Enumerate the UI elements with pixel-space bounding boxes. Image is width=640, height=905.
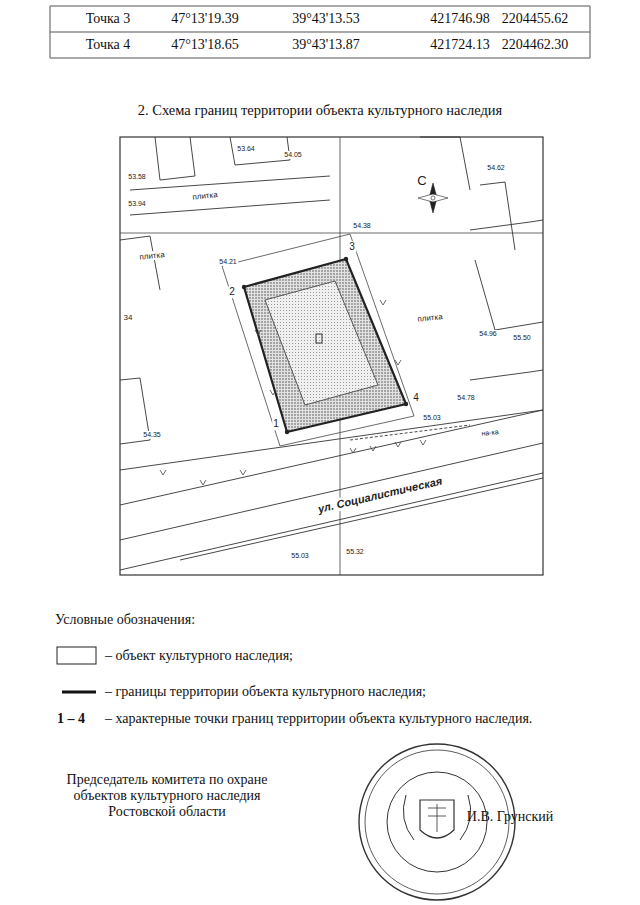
map-number: 34 bbox=[123, 313, 134, 322]
elevation-mark: 53.94 bbox=[127, 200, 147, 208]
elevation-mark: 54.96 bbox=[478, 330, 498, 338]
parcel-outline bbox=[222, 234, 414, 446]
heritage-object bbox=[265, 281, 378, 405]
tree-marks bbox=[160, 300, 426, 485]
point-number: 3 bbox=[348, 241, 356, 253]
elevation-mark: 54.78 bbox=[456, 394, 476, 402]
table-cell: 2204455.62 bbox=[502, 11, 569, 27]
legend-text: – объект культурного наследия; bbox=[105, 648, 293, 664]
legend-point-sample: 1 – 4 bbox=[57, 711, 85, 727]
legend-object-sample bbox=[57, 647, 96, 664]
elevation-mark: 55.03 bbox=[422, 414, 442, 422]
table-cell: Точка 3 bbox=[86, 11, 130, 27]
elevation-mark: 54.62 bbox=[486, 164, 506, 172]
elevation-mark: 55.03 bbox=[290, 552, 310, 560]
neighbour-buildings bbox=[120, 137, 543, 444]
grid-line bbox=[120, 233, 543, 234]
table-cell: 47°13'18.65 bbox=[171, 37, 239, 53]
elevation-mark: 54.05 bbox=[283, 151, 303, 159]
elevation-mark: 55.32 bbox=[345, 548, 365, 556]
signatory-name: И.В. Грунский bbox=[467, 809, 553, 825]
signatory-title: Председатель комитета по охране объектов… bbox=[52, 772, 282, 820]
legend-boundary-sample bbox=[62, 691, 96, 694]
coordinate-table bbox=[50, 6, 590, 58]
map bbox=[120, 137, 543, 575]
table-cell: 39°43'13.87 bbox=[292, 37, 360, 53]
table-cell: 421724.13 bbox=[430, 37, 490, 53]
boundary-points bbox=[242, 257, 408, 434]
elevation-mark: 54.35 bbox=[142, 431, 162, 439]
table-cell: 39°43'13.53 bbox=[292, 11, 360, 27]
legend-text: – границы территории объекта культурного… bbox=[105, 684, 426, 700]
table-cell: 2204462.30 bbox=[502, 37, 569, 53]
building-symbol bbox=[316, 334, 322, 343]
elevation-mark: 53.58 bbox=[127, 173, 147, 181]
territory-boundary bbox=[244, 259, 406, 432]
table-cell: 47°13'19.39 bbox=[171, 11, 239, 27]
elevation-mark: 55.50 bbox=[512, 334, 532, 342]
point-number: 1 bbox=[272, 418, 280, 430]
elevation-mark: 54.38 bbox=[352, 222, 372, 230]
legend-text: – характерные точки границ территории об… bbox=[105, 711, 532, 727]
map-frame bbox=[120, 137, 543, 575]
table-cell: 421746.98 bbox=[430, 11, 490, 27]
elevation-mark: 54.21 bbox=[218, 258, 238, 266]
map-heading: 2. Схема границ территории объекта культ… bbox=[138, 102, 502, 119]
point-number: 4 bbox=[412, 392, 420, 404]
street-lines bbox=[120, 410, 543, 570]
north-label: С bbox=[416, 174, 427, 189]
elevation-mark: 53.64 bbox=[236, 145, 256, 153]
table-cell: Точка 4 bbox=[86, 37, 130, 53]
point-number: 2 bbox=[228, 286, 236, 298]
legend-heading: Условные обозначения: bbox=[55, 612, 195, 628]
